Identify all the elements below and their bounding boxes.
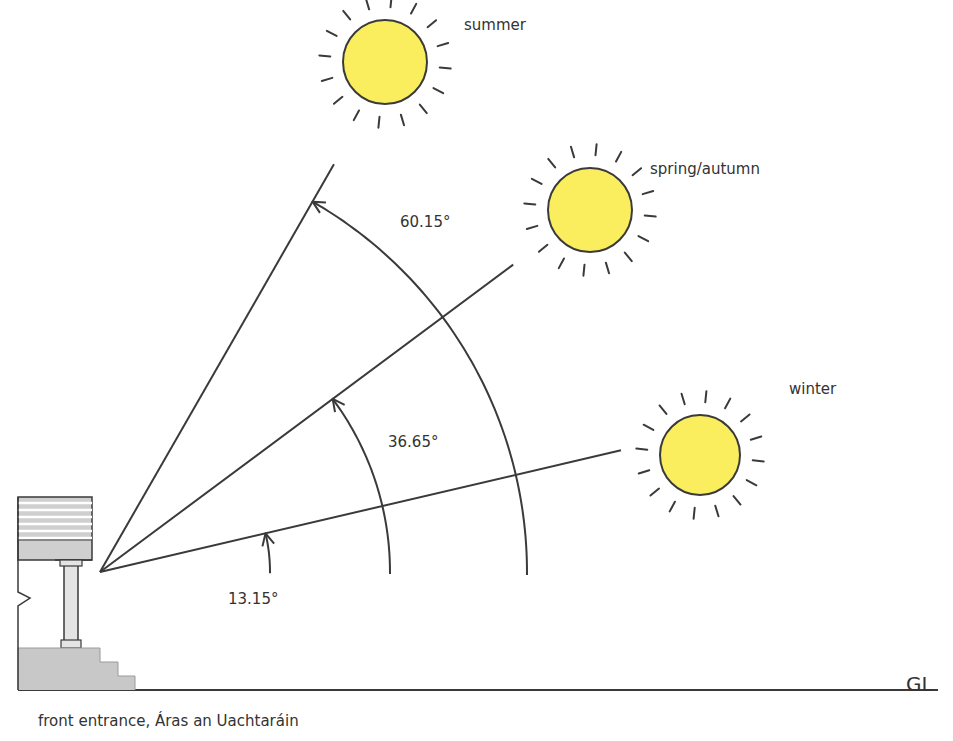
season-label: spring/autumn	[648, 160, 762, 178]
sun-ray	[616, 152, 621, 162]
sun-ray	[643, 191, 654, 194]
column-capital	[60, 560, 82, 566]
arc-arrowhead	[333, 399, 345, 412]
cornice-stripe	[18, 502, 92, 505]
caption-note: front entrance, Áras an Uachtaráin	[36, 712, 301, 730]
steps	[18, 648, 135, 690]
cornice-stripe	[18, 516, 92, 519]
entrance-building	[18, 497, 135, 690]
sun-ray	[527, 226, 538, 229]
angle-arc	[313, 202, 527, 575]
sun-ray	[753, 460, 764, 461]
sun-ray	[595, 144, 596, 155]
sun-ray	[639, 470, 650, 473]
sun-ray	[327, 31, 337, 36]
sun-ray	[659, 405, 666, 414]
sun-ray	[354, 110, 359, 120]
sun-ray	[705, 391, 706, 402]
sun-ray	[390, 0, 391, 7]
sun-ray	[420, 105, 427, 114]
sun-ray	[670, 502, 675, 512]
sun-ray	[645, 215, 656, 216]
cornice-stripe	[18, 530, 92, 533]
sun-ray	[734, 496, 741, 505]
season-label: winter	[787, 380, 838, 398]
angle-label: 36.65°	[386, 433, 440, 451]
sun-ray	[366, 0, 369, 9]
sun-ray	[751, 437, 762, 440]
sun-ray	[532, 179, 542, 184]
sun-disc	[660, 415, 740, 495]
sun-ray	[606, 263, 609, 274]
sun-ray	[694, 508, 695, 519]
angle-arc	[333, 399, 390, 574]
sun-ray	[343, 11, 350, 20]
sun-ray-line	[100, 265, 513, 572]
season-label: summer	[462, 16, 528, 34]
cornice-stripe	[18, 537, 92, 540]
sun-ray	[571, 147, 574, 158]
sun-ray	[725, 399, 730, 409]
angle-label: 60.15°	[398, 213, 452, 231]
column-base	[61, 640, 81, 648]
sun-ray	[741, 414, 750, 421]
wall-break-line	[18, 497, 30, 690]
sun-ray	[401, 115, 404, 126]
sun-ray	[583, 265, 584, 276]
sun-ray	[633, 168, 642, 175]
sun-ray	[682, 394, 685, 405]
sun-ray	[378, 117, 379, 128]
ground-line	[18, 689, 938, 691]
sun-symbol	[524, 144, 655, 275]
sun-ray	[428, 20, 437, 27]
cornice-stripe	[18, 523, 92, 526]
sun-ray-line	[100, 450, 621, 572]
sun-ray	[322, 78, 333, 81]
sun-ray	[747, 480, 757, 485]
sun-ray	[625, 253, 632, 262]
sun-disc	[548, 168, 632, 252]
cornice-edge	[18, 539, 92, 540]
sun-ray	[715, 506, 718, 517]
sun-ray	[644, 425, 654, 430]
sun-ray-line	[100, 164, 334, 572]
sun-ray	[559, 258, 564, 268]
sun-symbol	[319, 0, 450, 128]
sun-ray	[650, 489, 659, 496]
sun-ray	[524, 203, 535, 204]
column	[64, 562, 78, 648]
sun-ray	[433, 88, 443, 93]
angle-label: 13.15°	[226, 590, 280, 608]
arc-arrowhead	[262, 533, 274, 546]
arc-arrowhead	[313, 202, 326, 213]
sun-ray	[438, 43, 449, 46]
sun-ray	[440, 67, 451, 68]
sun-ray	[548, 159, 555, 168]
sun-symbol	[636, 391, 763, 518]
cornice	[18, 497, 92, 560]
sun-ray	[319, 55, 330, 56]
sun-ray	[411, 4, 416, 14]
sun-disc	[343, 20, 427, 104]
sun-ray	[539, 245, 548, 252]
sun-ray	[636, 449, 647, 450]
sun-ray	[334, 97, 343, 104]
cornice-stripe	[18, 509, 92, 512]
sun-ray	[638, 236, 648, 241]
ground-level-mark: GL	[904, 672, 935, 696]
